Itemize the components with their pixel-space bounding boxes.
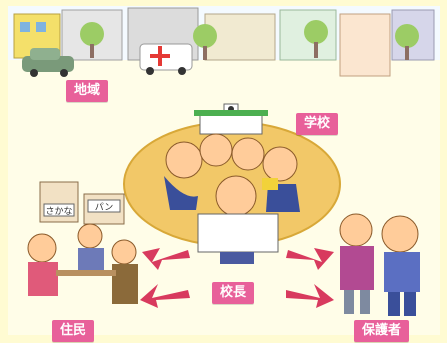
tree-icon — [80, 22, 104, 46]
principal-figure — [197, 175, 279, 264]
student-head — [262, 146, 298, 182]
shop-sign-bread-text: パン — [95, 202, 113, 213]
person-icon — [381, 215, 419, 253]
student-head — [231, 137, 265, 171]
person-icon — [27, 233, 57, 263]
student-head — [199, 133, 233, 167]
principal-sign-board — [197, 213, 279, 253]
label-residents: 住民 — [52, 320, 95, 342]
shop-row: さかな パン — [39, 181, 125, 225]
tree-icon — [395, 24, 419, 48]
school-building-icon — [194, 103, 268, 135]
residents-group — [27, 223, 138, 304]
label-guardians: 保護者 — [354, 320, 410, 342]
students-group — [164, 133, 300, 212]
arrow-right-down — [286, 284, 334, 308]
ambulance-icon — [139, 43, 193, 75]
arrow-left-up — [142, 248, 190, 270]
arrow-right-up — [286, 248, 334, 270]
guardians-group — [339, 213, 420, 316]
arrows — [140, 248, 334, 308]
person-icon — [111, 239, 137, 265]
label-principal: 校長 — [212, 282, 255, 304]
shop-sign-bread — [87, 199, 121, 213]
student-head — [165, 141, 203, 179]
label-school: 学校 — [296, 113, 339, 135]
house-icon — [339, 13, 391, 77]
label-region: 地域 — [66, 80, 109, 102]
person-icon — [77, 223, 103, 249]
town-row — [13, 7, 435, 77]
person-icon — [339, 213, 373, 247]
tree-icon — [193, 24, 217, 48]
car-icon — [22, 48, 74, 77]
shop-sign-fish — [43, 203, 75, 217]
tree-icon — [304, 20, 328, 44]
shop-sign-fish-text: さかな — [45, 206, 72, 217]
arrow-left-down — [140, 284, 190, 308]
